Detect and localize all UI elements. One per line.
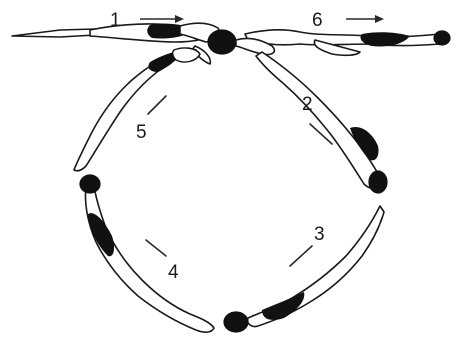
label-1: 1	[110, 10, 121, 31]
label-3: 3	[314, 224, 325, 245]
label-4: 4	[168, 262, 179, 283]
figure-6	[245, 30, 450, 55]
pointer-4	[146, 240, 166, 256]
label-2: 2	[302, 94, 313, 115]
pointer-5	[148, 96, 166, 114]
label-5: 5	[136, 122, 147, 143]
arrow-1	[140, 15, 184, 23]
label-6: 6	[312, 10, 323, 31]
figure-2	[256, 52, 387, 193]
figure-5	[74, 48, 200, 171]
figure-3	[224, 206, 384, 332]
pointer-3	[290, 246, 312, 266]
figure-4	[80, 175, 214, 332]
arrow-6	[346, 15, 384, 23]
